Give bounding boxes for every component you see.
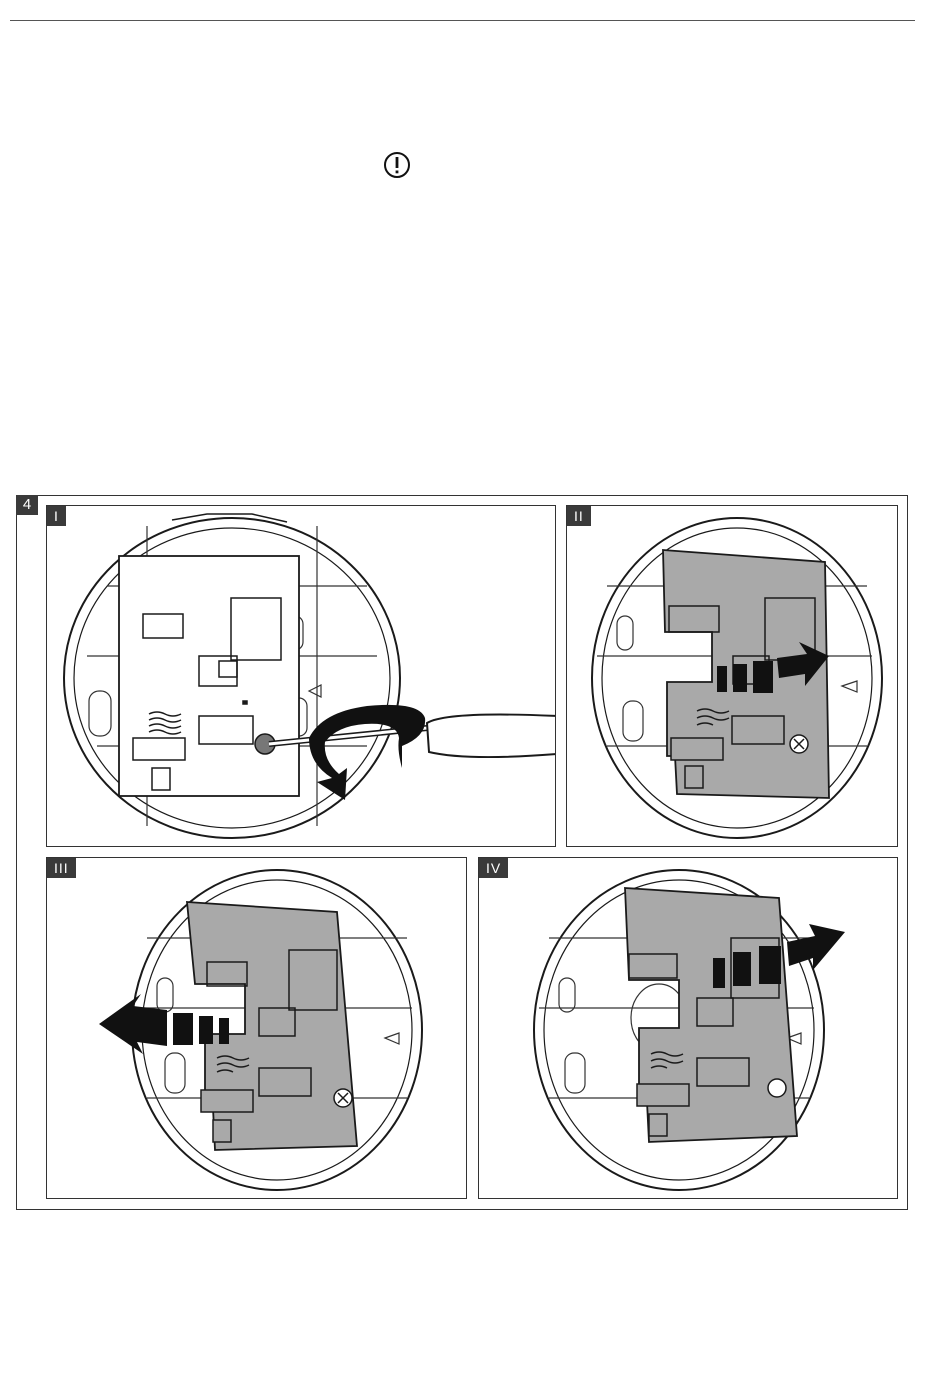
panel-label: III [47,858,76,878]
warning-exclamation-icon [383,151,411,179]
panel-label: I [47,506,66,526]
panel-step-4: IV [478,857,898,1199]
panel-step-3: III [46,857,467,1199]
top-rule [10,20,915,21]
rotate-arrow-icon [309,705,425,800]
illustration-slide-board-left [47,858,467,1199]
illustration-remove-board [479,858,898,1199]
figure-number: 4 [16,495,38,515]
panel-step-1: I [46,505,556,847]
illustration-slide-board-right [567,506,898,847]
panel-label: IV [479,858,508,878]
panel-label: II [567,506,591,526]
panel-step-2: II [566,505,898,847]
illustration-unscrew-board [47,506,556,847]
